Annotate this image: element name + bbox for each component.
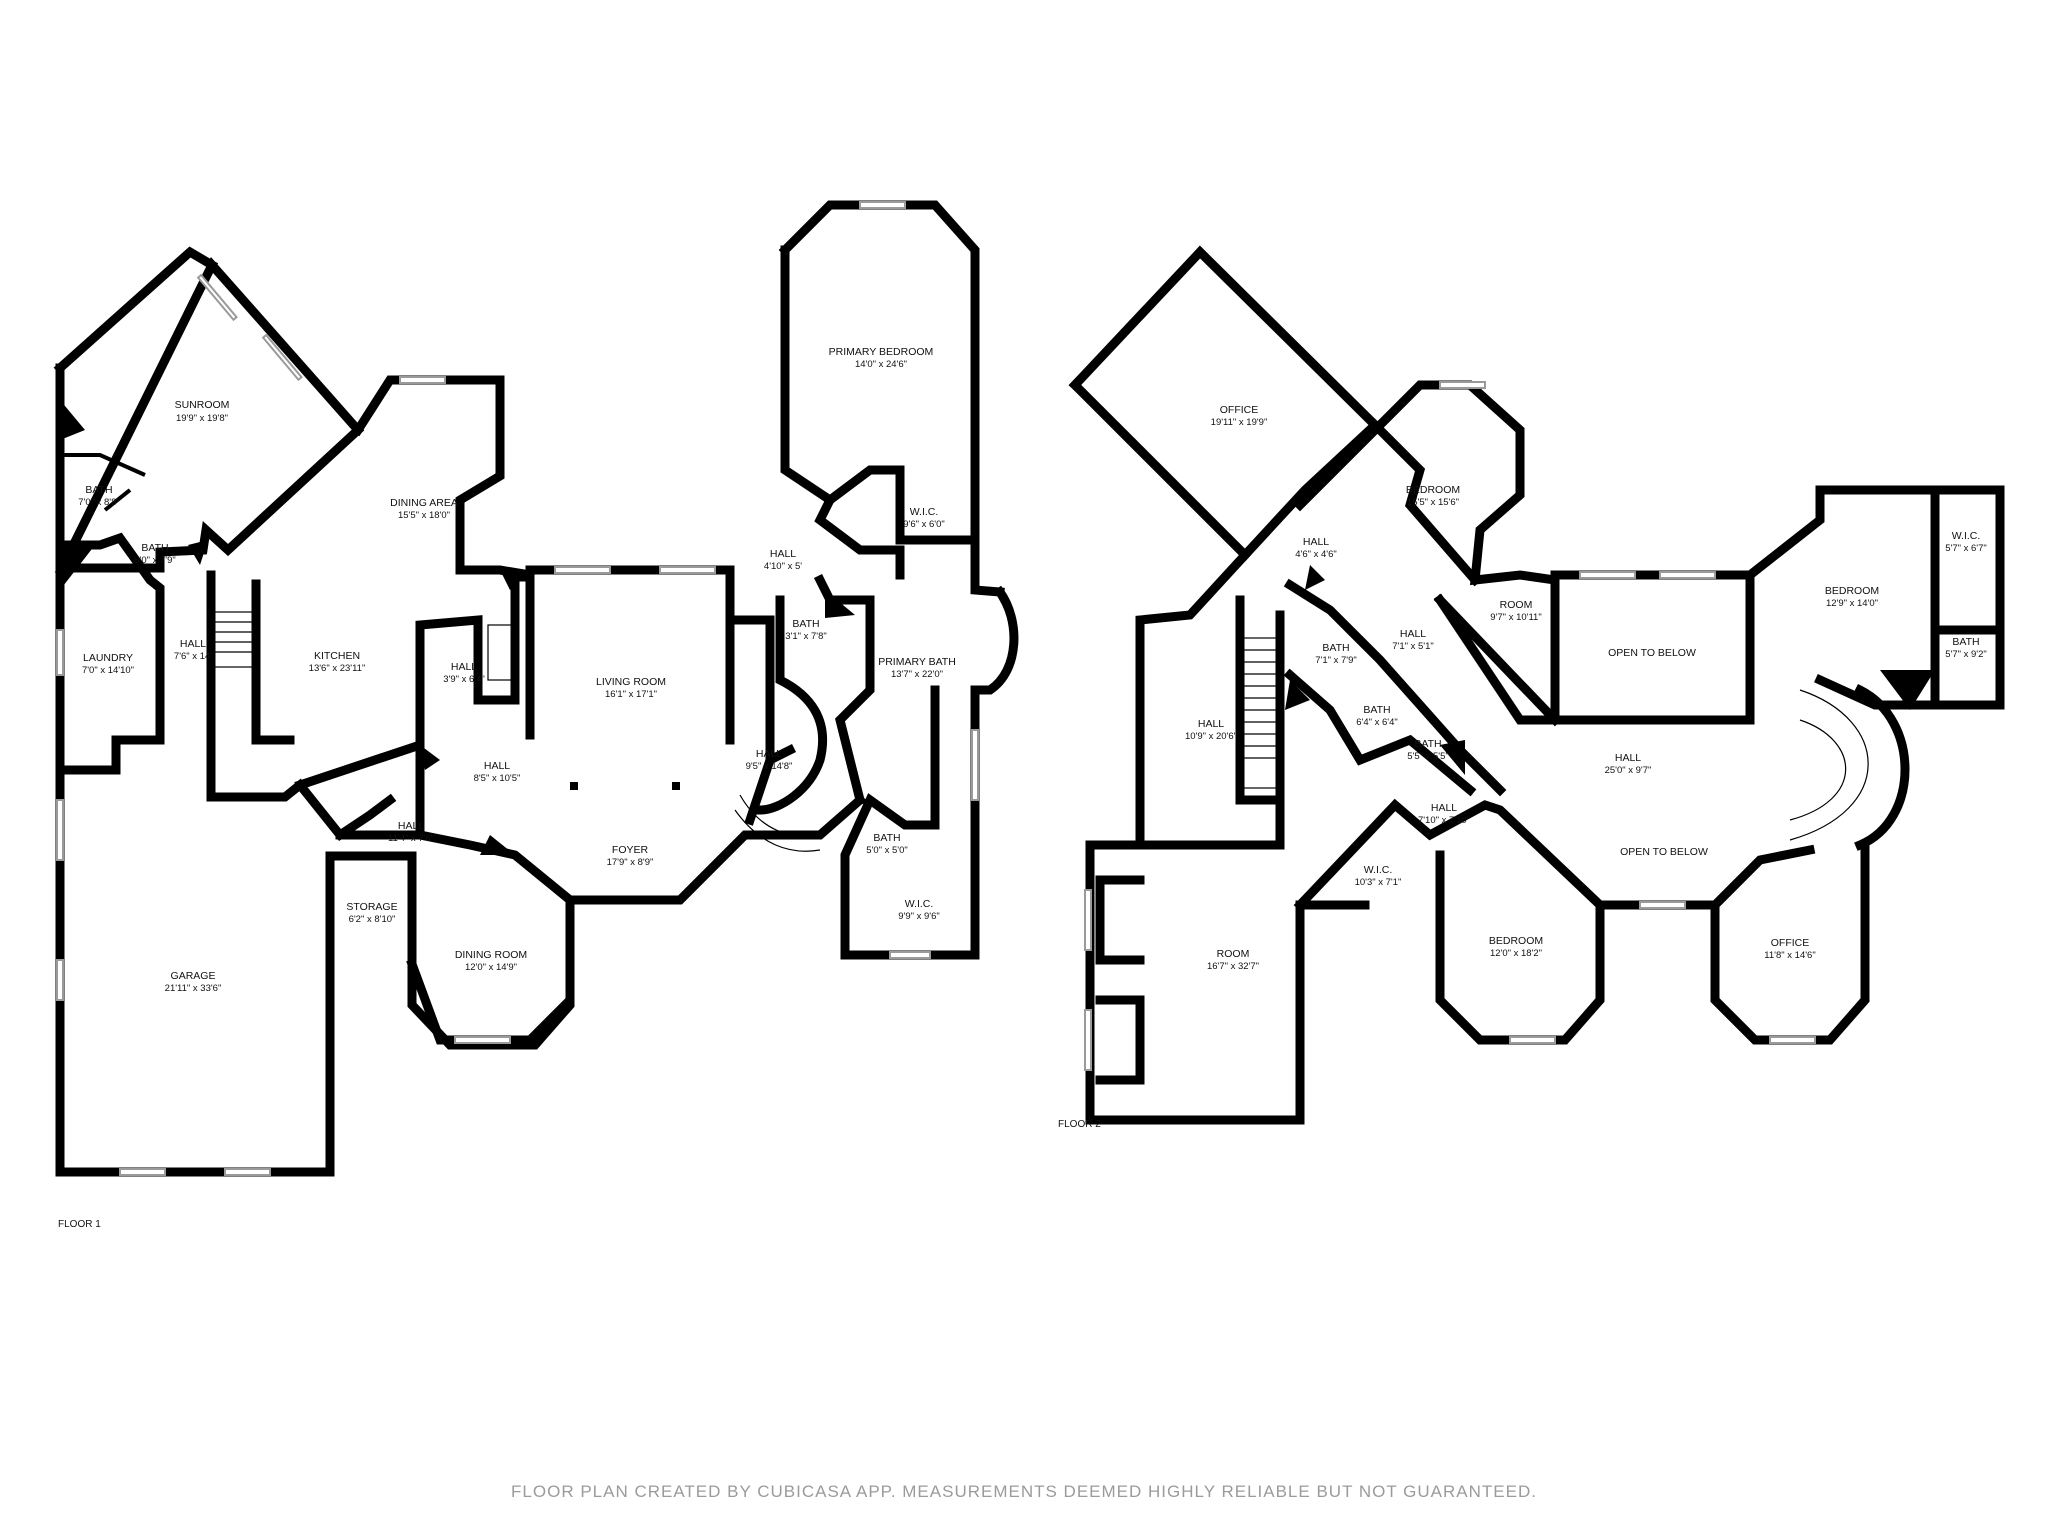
room-name: BATH [1952, 636, 1979, 648]
room-dims: 3'1" x 7'8" [785, 631, 827, 642]
room-name: ROOM [1217, 948, 1250, 960]
footer-disclaimer: FLOOR PLAN CREATED BY CUBICASA APP. MEAS… [511, 1482, 1537, 1501]
room-dims: 8'5" x 10'5" [474, 773, 521, 784]
room-name: BATH [873, 832, 900, 844]
room-dims: 6'0" x 7'9" [134, 555, 176, 566]
room-name: W.I.C. [910, 506, 939, 518]
room-name: DINING ROOM [455, 949, 527, 961]
floor-2-label: FLOOR 2 [1058, 1119, 1101, 1130]
room-dims: 4'6" x 4'6" [1295, 549, 1337, 560]
room-dims: 15'5" x 15'6" [1407, 497, 1459, 508]
room-dims: 17'9" x 8'9" [607, 857, 654, 868]
room-dims: 9'7" x 10'11" [1490, 612, 1541, 623]
room-name: HALL [1431, 802, 1457, 814]
room-name: DINING AREA [390, 497, 458, 509]
floor-1-label: FLOOR 1 [58, 1219, 101, 1230]
room-dims: 5'7" x 6'7" [1945, 543, 1987, 554]
room-dims: 5'7" x 9'2" [1945, 649, 1987, 660]
room-dims: 15'5" x 18'0" [398, 510, 450, 521]
room-name: BEDROOM [1406, 484, 1460, 496]
room-name: LIVING ROOM [596, 676, 666, 688]
room-name: LAUNDRY [83, 652, 133, 664]
room-name: OPEN TO BELOW [1620, 846, 1708, 858]
room-dims: 6'2" x 8'10" [349, 914, 396, 925]
room-name: HALL [484, 760, 510, 772]
room-name: HALL [1198, 718, 1224, 730]
room-dims: 12'0" x 14'9" [465, 962, 517, 973]
room-name: PRIMARY BEDROOM [829, 346, 934, 358]
room-dims: 10'9" x 20'6" [1185, 731, 1237, 742]
room-dims: 9'5" x 14'8" [746, 761, 793, 772]
room-name: KITCHEN [314, 650, 360, 662]
room-name: BATH [1322, 642, 1349, 654]
room-name: BATH [141, 542, 168, 554]
room-dims: 11'4" x 7'6" [388, 833, 434, 844]
room-name: PRIMARY BATH [878, 656, 956, 668]
room-name: OFFICE [1771, 937, 1810, 949]
room-labels: SUNROOM 19'9" x 19'8" BATH 7'0" x 8'8" B… [58, 346, 1987, 1230]
room-dims: 7'0" x 8'8" [78, 497, 120, 508]
room-name: W.I.C. [1952, 530, 1981, 542]
room-dims: 19'11" x 19'9" [1211, 417, 1268, 428]
room-dims: 11'8" x 14'6" [1764, 950, 1815, 961]
room-name: HALL [756, 748, 782, 760]
room-name: GARAGE [171, 970, 216, 982]
room-name: HALL [180, 638, 206, 650]
room-name: W.I.C. [1364, 864, 1393, 876]
room-name: HALL [398, 820, 424, 832]
room-name: BATH [1363, 704, 1390, 716]
room-dims: 7'0" x 14'10" [82, 665, 134, 676]
room-dims: 10'3" x 7'1" [1355, 877, 1402, 888]
room-name: BEDROOM [1489, 935, 1543, 947]
room-name: HALL [1303, 536, 1329, 548]
room-dims: 9'6" x 6'0" [903, 519, 945, 530]
room-dims: 12'9" x 14'0" [1826, 598, 1878, 609]
room-name: OFFICE [1220, 404, 1259, 416]
room-name: BATH [1414, 738, 1441, 750]
room-name: HALL [1615, 752, 1641, 764]
room-dims: 9'9" x 9'6" [898, 911, 940, 922]
room-name: HALL [451, 661, 477, 673]
room-dims: 16'1" x 17'1" [605, 689, 657, 700]
room-dims: 7'10" x 7'10" [1418, 815, 1470, 826]
floor-2-plan [1068, 245, 2005, 1125]
room-name: ROOM [1500, 599, 1533, 611]
room-name: W.I.C. [905, 898, 934, 910]
room-dims: 16'7" x 32'7" [1207, 961, 1259, 972]
room-dims: 5'0" x 5'0" [866, 845, 908, 856]
floor-1-plan [53, 200, 1019, 1177]
room-dims: 7'1" x 5'1" [1392, 641, 1434, 652]
room-name: HALL [1400, 628, 1426, 640]
room-dims: 19'9" x 19'8" [176, 413, 228, 424]
room-dims: 21'11" x 33'6" [165, 983, 222, 994]
room-dims: 13'7" x 22'0" [891, 669, 943, 680]
room-dims: 25'0" x 9'7" [1605, 765, 1652, 776]
room-name: BATH [792, 618, 819, 630]
room-name: STORAGE [346, 901, 397, 913]
room-name: BATH [85, 484, 112, 496]
room-name: FOYER [612, 844, 649, 856]
room-name: BEDROOM [1825, 585, 1879, 597]
room-dims: 3'9" x 6'4" [443, 674, 485, 685]
room-dims: 13'6" x 23'11" [309, 663, 366, 674]
room-name: HALL [770, 548, 796, 560]
room-dims: 14'0" x 24'6" [855, 359, 907, 370]
room-name: OPEN TO BELOW [1608, 647, 1696, 659]
room-dims: 7'1" x 7'9" [1315, 655, 1357, 666]
room-name: SUNROOM [175, 399, 230, 411]
room-dims: 5'5" x 5'5" [1407, 751, 1449, 762]
room-dims: 6'4" x 6'4" [1356, 717, 1398, 728]
room-dims: 12'0" x 18'2" [1490, 948, 1542, 959]
room-dims: 4'10" x 5' [764, 561, 802, 572]
room-dims: 7'6" x 14' [174, 651, 212, 662]
